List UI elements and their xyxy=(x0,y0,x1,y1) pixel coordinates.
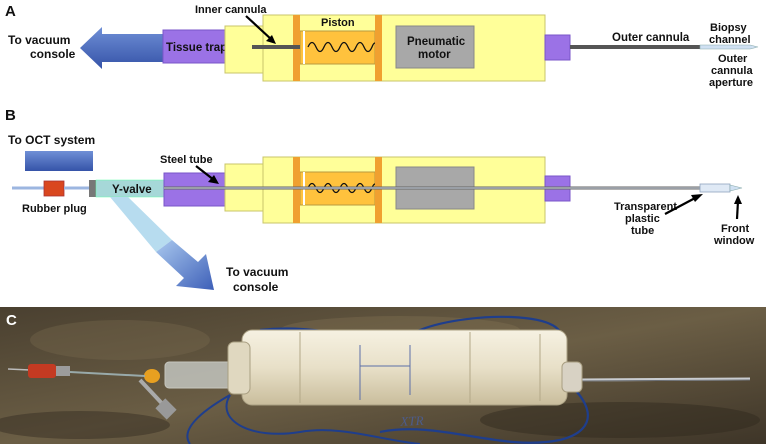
aperture-label-1: Outer xyxy=(718,53,748,65)
photo-texture-2 xyxy=(480,402,760,438)
aperture-label-2: cannula xyxy=(711,65,753,77)
tissue-trap-label: Tissue trap xyxy=(166,42,227,54)
panel-c-letter: C xyxy=(6,312,17,329)
photo-texture-1 xyxy=(30,320,210,360)
y-valve-branch xyxy=(110,197,172,252)
steel-tube-pointer-head xyxy=(208,175,219,184)
housing-left-a xyxy=(224,25,264,74)
panel-a: A To vacuum console Tissue trap Piston P… xyxy=(5,3,759,89)
piston-ring-right-b xyxy=(375,157,382,223)
fiber-cable xyxy=(69,371,146,377)
spring-b xyxy=(307,182,379,194)
vacuum-label-a-line2: console xyxy=(30,47,76,61)
rubber-plug xyxy=(43,180,65,197)
transparent-pointer-head xyxy=(691,194,703,202)
panel-a-letter: A xyxy=(5,3,16,20)
pneumatic-label-2: motor xyxy=(418,49,451,61)
tissue-trap xyxy=(162,29,226,64)
branch-connector xyxy=(155,398,177,420)
piston-ring-left-b xyxy=(293,157,300,223)
steel-tube-pointer xyxy=(195,165,215,181)
biopsy-label-1: Biopsy xyxy=(710,22,748,34)
inner-cannula-pointer-head xyxy=(266,35,276,44)
vacuum-arrow-a xyxy=(80,27,163,69)
needle xyxy=(579,377,751,382)
fiber-lead xyxy=(7,368,31,371)
outer-cannula-label: Outer cannula xyxy=(612,32,690,44)
transparent-tube xyxy=(699,183,731,193)
panel-b: B To OCT system Rubber plug Y-valve To v… xyxy=(5,107,755,294)
photo-texture-4 xyxy=(0,411,170,439)
inner-cannula-pointer xyxy=(245,15,273,41)
transparent-pointer xyxy=(664,196,698,215)
vacuum-arrow-b xyxy=(156,240,214,290)
rubber-plug-label: Rubber plug xyxy=(22,203,87,215)
device-body xyxy=(241,329,568,406)
piston-label: Piston xyxy=(321,17,355,29)
biopsy-channel-tip xyxy=(699,44,759,50)
vacuum-label-b-line1: To vacuum xyxy=(226,265,288,279)
oct-label: To OCT system xyxy=(8,133,95,147)
transparent-label-3: tube xyxy=(631,225,654,237)
panel-c-photo: C XTR xyxy=(0,307,766,444)
front-label-2: window xyxy=(713,235,755,247)
front-pointer-head xyxy=(734,195,742,204)
y-valve-label: Y-valve xyxy=(112,184,152,196)
transparent-label-2: plastic xyxy=(625,213,660,225)
red-plug-cap xyxy=(56,366,70,376)
device-front-cap xyxy=(561,361,583,393)
front-label-1: Front xyxy=(721,223,749,235)
panel-b-letter: B xyxy=(5,107,16,124)
transparent-label-1: Transparent xyxy=(614,201,677,213)
front-cap-a xyxy=(544,34,571,61)
piston-ring-right-a xyxy=(375,15,382,81)
inner-cannula-label: Inner cannula xyxy=(195,4,267,16)
oct-arrow xyxy=(25,151,93,171)
pneumatic-motor xyxy=(395,25,475,69)
blue-tubing-4 xyxy=(186,394,231,444)
vacuum-label-b-line2: console xyxy=(233,280,279,294)
aperture-label-3: aperture xyxy=(709,77,753,89)
pneumatic-label-1: Pneumatic xyxy=(407,36,466,48)
brand-text: XTR xyxy=(399,413,424,429)
device-end-cap xyxy=(227,341,251,395)
blue-tubing-2 xyxy=(379,361,589,444)
blue-tubing-3 xyxy=(225,394,421,444)
piston-chamber-a xyxy=(299,30,376,65)
spring-a xyxy=(307,41,379,53)
steel-tube-label: Steel tube xyxy=(160,154,213,166)
orange-connector xyxy=(144,369,160,383)
front-window xyxy=(729,184,743,192)
vacuum-label-a-line1: To vacuum xyxy=(8,33,70,47)
y-valve-connector xyxy=(89,180,96,197)
needle-shadow xyxy=(579,379,751,382)
red-plug xyxy=(28,364,56,378)
biopsy-label-2: channel xyxy=(709,34,751,46)
